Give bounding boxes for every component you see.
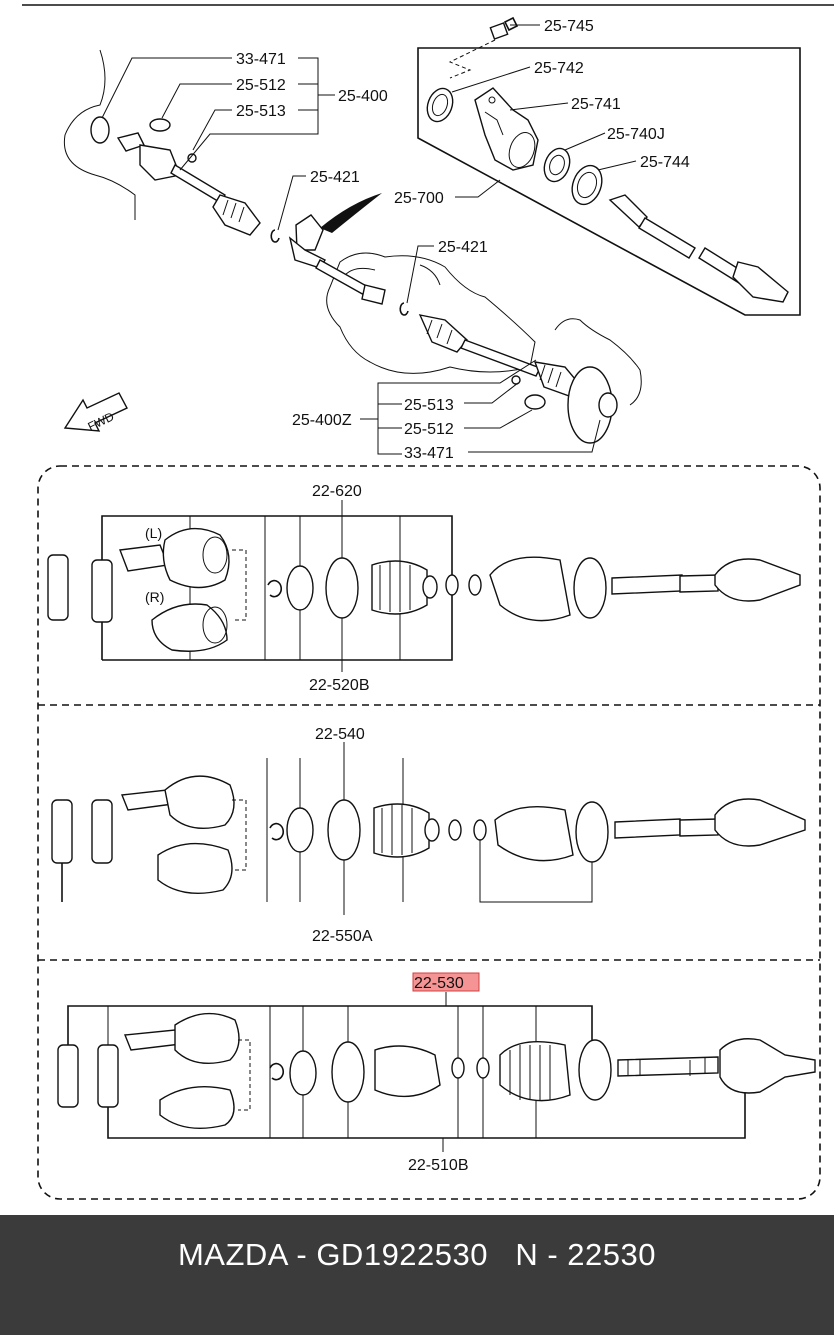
joint-part: [174, 1012, 240, 1064]
callout-25-700: 25-700: [394, 190, 444, 207]
bearing-bracket-part: [474, 87, 539, 171]
shaft-part: [617, 1056, 719, 1077]
outer-band-part: [575, 801, 609, 863]
nut-part: [187, 153, 197, 163]
left-drive-shaft: [116, 118, 261, 236]
band-clip-part: [448, 819, 462, 841]
kit-panel-2: 22-540 22-550A: [51, 726, 806, 945]
panel3-top-label: 22-530: [414, 975, 464, 992]
callout-33-471-top: 33-471: [236, 51, 286, 68]
grease-tube-part: [97, 1044, 119, 1108]
clip-left-part: [270, 229, 280, 243]
circlip-part: [269, 1062, 285, 1081]
hub-nut-right-part: [598, 392, 618, 418]
callout-25-740j: 25-740J: [607, 126, 665, 143]
kit-panel-1: 22-620 22-520B (L) (R): [47, 483, 801, 694]
differential-joint: [288, 214, 386, 305]
grease-tube-part: [47, 554, 69, 621]
clip-right-part: [399, 302, 409, 316]
snap-ring-part: [289, 1050, 317, 1096]
snap-ring-part: [286, 565, 314, 611]
callout-25-421-left: 25-421: [310, 169, 360, 186]
callout-leaders: [101, 24, 637, 455]
boot-band-part: [325, 557, 359, 619]
outer-boot-part: [499, 1040, 571, 1102]
callout-25-745: 25-745: [544, 18, 594, 35]
footer-bar: MAZDA - GD1922530 N - 22530: [0, 1215, 834, 1335]
snap-ring-part: [286, 807, 314, 853]
grease-tube-part: [91, 559, 113, 623]
clamp-right-part: [524, 394, 546, 410]
inset-box: [417, 47, 801, 316]
joint-part: [164, 775, 235, 829]
snap-ring-part: [571, 164, 603, 206]
joint-shaft-part: [124, 1029, 183, 1051]
footer-ref: N - 22530: [515, 1237, 656, 1272]
callout-25-512-bottom: 25-512: [404, 421, 454, 438]
callout-25-512-top: 25-512: [236, 77, 286, 94]
callout-25-741: 25-741: [571, 96, 621, 113]
band-clip-part: [445, 574, 459, 596]
nut-right-part: [511, 375, 521, 385]
outer-boot-part: [494, 805, 574, 862]
right-drive-shaft: [418, 314, 581, 398]
callout-25-513-bottom: 25-513: [404, 397, 454, 414]
clamp-part: [149, 118, 171, 132]
callout-25-400z: 25-400Z: [292, 412, 352, 429]
bolt-part: [489, 16, 519, 40]
outer-joint-part: [714, 558, 801, 602]
circlip-part: [269, 822, 285, 841]
callout-25-400: 25-400: [338, 88, 388, 105]
direction-arrow: [320, 193, 382, 233]
outer-boot-part: [489, 556, 571, 622]
circlip-part: [267, 579, 283, 598]
band-clip-part: [473, 819, 487, 841]
shaft-part: [611, 574, 683, 595]
callout-25-744: 25-744: [640, 154, 690, 171]
fwd-arrow: FWD: [63, 392, 128, 434]
panel2-top-label: 22-540: [315, 726, 365, 743]
grease-tube-part: [57, 1044, 79, 1108]
kit-panel-3: 22-530 22-510B: [57, 972, 816, 1174]
callout-25-421-right: 25-421: [438, 239, 488, 256]
exploded-view: FWD 25-745: [63, 16, 801, 462]
callout-25-513-top: 25-513: [236, 103, 286, 120]
bearing-part: [543, 147, 571, 183]
joint-left-part: [119, 527, 230, 589]
boot-part: [374, 1045, 441, 1098]
highlight-box: [412, 972, 480, 992]
oil-seal-part: [426, 87, 454, 123]
parts-diagram: FWD 25-745: [22, 4, 834, 1200]
shaft-part: [614, 818, 681, 839]
outer-joint-part: [714, 798, 806, 847]
left-wheel-hub: [63, 49, 136, 220]
panel1-right-label: (R): [145, 589, 164, 605]
band-clip-part: [468, 574, 482, 596]
band-clip-part: [476, 1057, 490, 1079]
joint-right-part: [151, 603, 228, 652]
grease-tube-part: [51, 799, 73, 864]
footer-brand: MAZDA - GD1922530: [177, 1237, 489, 1272]
panel1-top-label: 22-620: [312, 483, 362, 500]
footer-text: MAZDA - GD1922530 N - 22530: [0, 1237, 834, 1273]
callout-33-471-bottom: 33-471: [404, 445, 454, 462]
outer-band-part: [578, 1039, 612, 1101]
intermediate-shaft: [608, 194, 789, 303]
grease-tube-part: [91, 799, 113, 864]
panel1-bottom-label: 22-520B: [309, 677, 370, 694]
callout-25-742: 25-742: [534, 60, 584, 77]
panel2-bottom-label: 22-550A: [312, 928, 373, 945]
outer-band-part: [573, 557, 607, 619]
hub-nut-part: [90, 116, 110, 144]
joint-part: [157, 842, 233, 895]
right-wheel-hub: [511, 318, 642, 444]
panel1-left-label: (L): [145, 525, 162, 541]
joint-part: [159, 1085, 235, 1130]
boot-band-part: [327, 799, 361, 861]
kits-frame: [37, 465, 821, 1200]
panel3-bottom-label: 22-510B: [408, 1157, 469, 1174]
band-clip-part: [451, 1057, 465, 1079]
boot-band-part: [331, 1041, 365, 1103]
outer-joint-part: [719, 1038, 816, 1094]
